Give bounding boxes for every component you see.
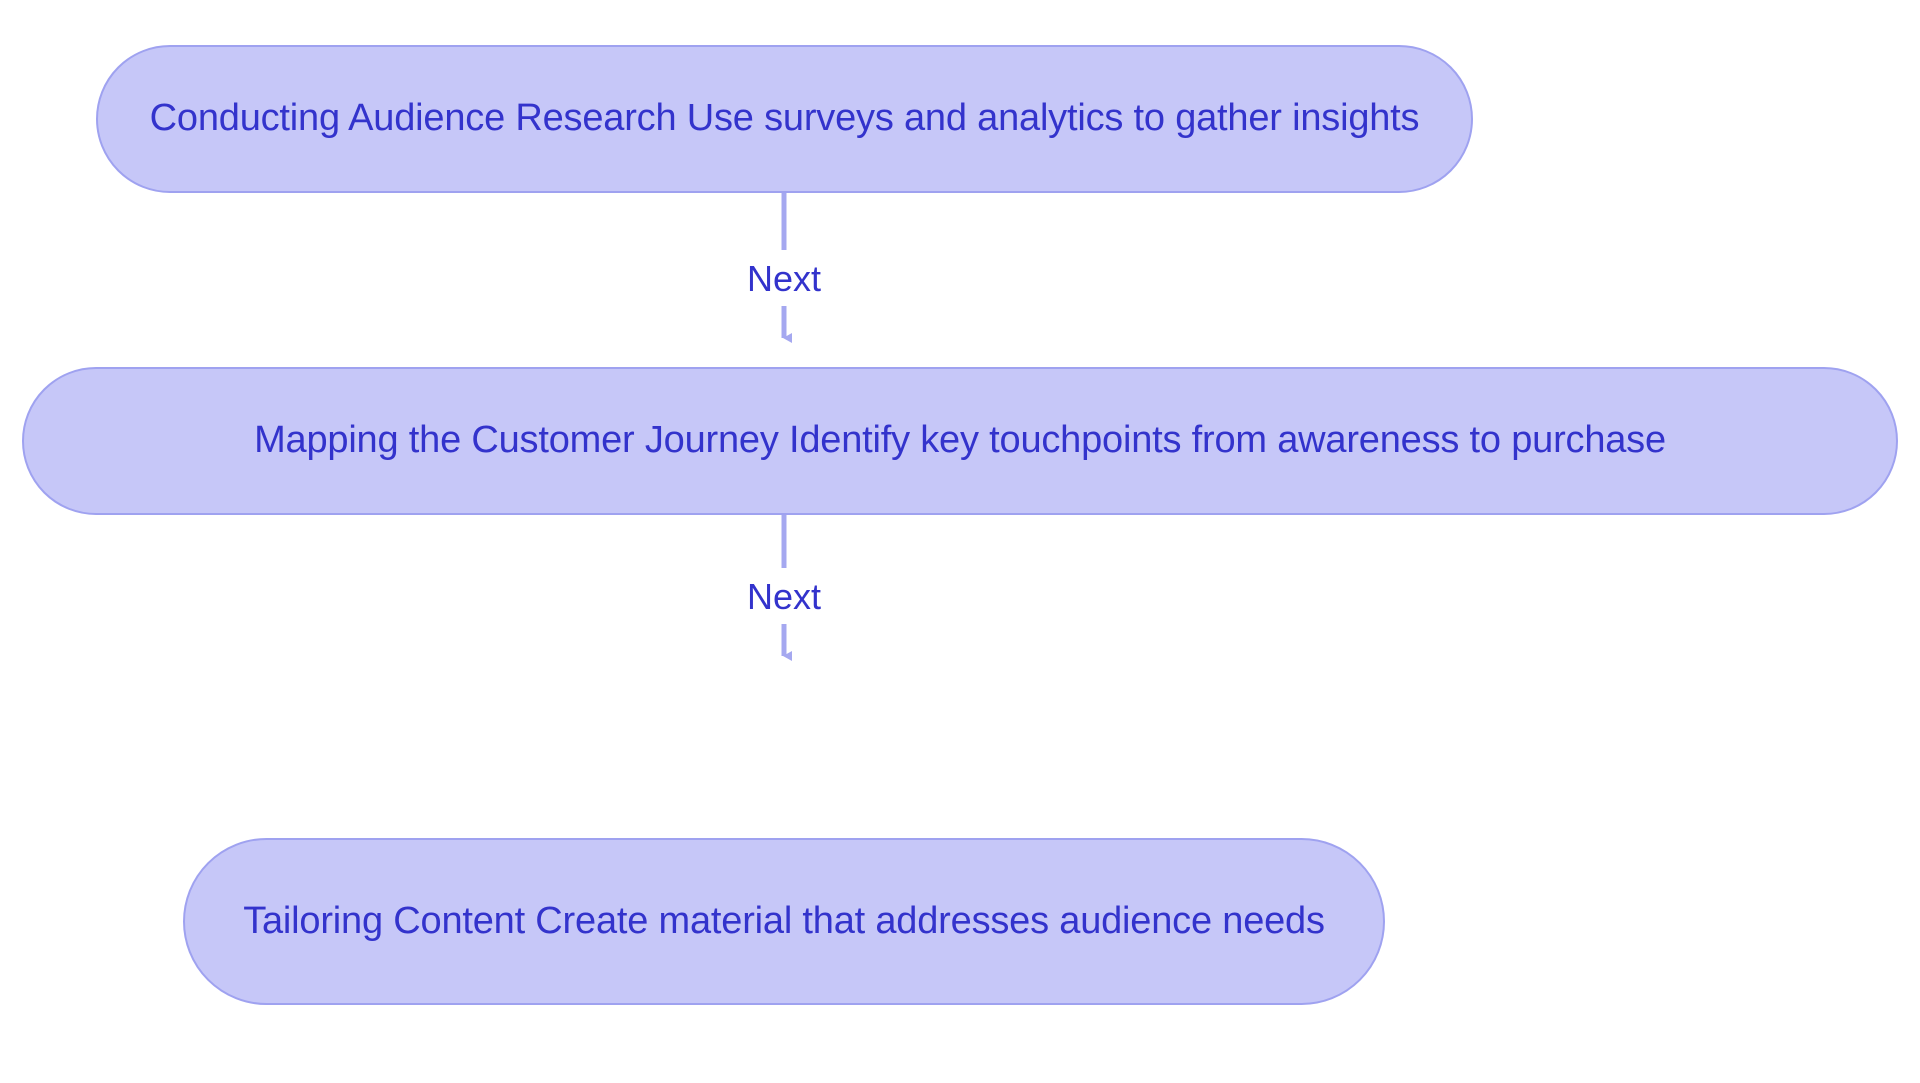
node-label: Conducting Audience Research Use surveys… — [149, 97, 1420, 140]
edge-label-next-2: Next — [738, 576, 830, 618]
flowchart-node-mapping-the-customer-journey[interactable]: Mapping the Customer Journey Identify ke… — [22, 367, 1898, 515]
edge-label-next-1: Next — [738, 258, 830, 300]
flowchart-node-conducting-audience-research[interactable]: Conducting Audience Research Use surveys… — [96, 45, 1473, 193]
node-label: Tailoring Content Create material that a… — [243, 899, 1325, 942]
flowchart-node-tailoring-content[interactable]: Tailoring Content Create material that a… — [183, 838, 1385, 1005]
node-label: Mapping the Customer Journey Identify ke… — [254, 419, 1666, 462]
